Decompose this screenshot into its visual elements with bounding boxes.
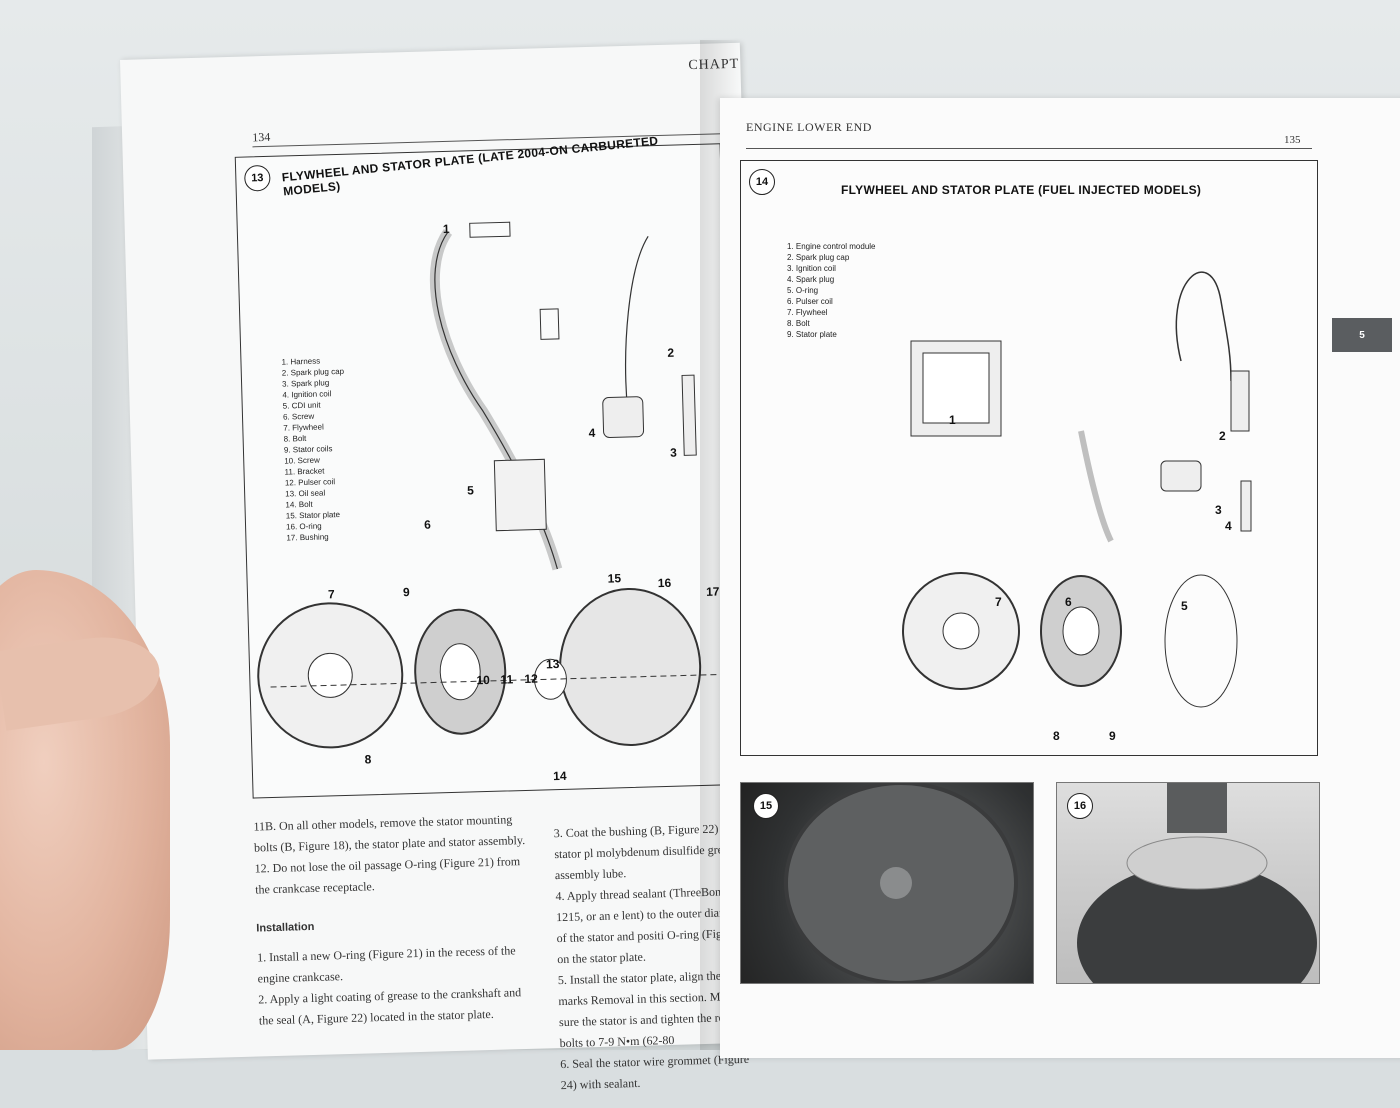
spark-plug-drawing [1240, 480, 1252, 532]
paragraph: 12. Do not lose the oil passage O-ring (… [254, 854, 521, 897]
puller-tool-handle [1167, 783, 1227, 833]
callout-label: 15 [607, 571, 622, 586]
right-page: ENGINE LOWER END 135 14 FLYWHEEL AND STA… [720, 98, 1400, 1058]
spark-plug-drawing [681, 374, 697, 456]
photo-flywheel: 15 [740, 782, 1034, 984]
callout-label: 3 [1215, 503, 1222, 517]
callout-label: 2 [1219, 429, 1226, 443]
callout-label: 3 [669, 445, 678, 460]
flywheel-hub-drawing [942, 612, 980, 650]
callout-label: 8 [1053, 729, 1060, 743]
chapter-tab: 5 [1332, 318, 1392, 352]
page-number-right: 135 [1284, 134, 1301, 146]
figure-number-badge: 15 [753, 793, 779, 819]
running-head: ENGINE LOWER END [746, 120, 872, 134]
left-page: CHAPT 134 13 FLYWHEEL AND STATOR PLATE (… [120, 42, 768, 1092]
figure-title: FLYWHEEL AND STATOR PLATE (FUEL INJECTED… [841, 183, 1202, 197]
callout-label: 7 [327, 587, 335, 602]
callout-label: 4 [588, 425, 596, 441]
flywheel-photo-shape [784, 783, 1018, 983]
stator-hub-drawing [1062, 606, 1100, 656]
flywheel-photo-hub [880, 867, 912, 899]
callout-label: 12 [524, 671, 538, 686]
coil-lead-drawing [1175, 271, 1232, 382]
figure-legend: 1. Engine control module 2. Spark plug c… [787, 241, 876, 340]
callout-label: 4 [1225, 519, 1232, 533]
legend-item: 4. Spark plug [787, 275, 835, 284]
connector-drawing [469, 221, 511, 238]
stator-plate-drawing [559, 587, 702, 746]
header-rule [746, 148, 1312, 149]
flywheel-photo-disc [1077, 863, 1317, 983]
callout-label: 6 [1065, 595, 1072, 609]
ecm-face-drawing [922, 352, 990, 424]
exploded-diagram-carbureted [257, 221, 721, 749]
callout-label: 5 [466, 483, 475, 498]
figure-number-badge: 16 [1067, 793, 1093, 819]
puller-photo-shape [1077, 783, 1317, 983]
ignition-coil-drawing [602, 396, 645, 438]
legend-item: 9. Stator plate [787, 330, 837, 339]
page-number-left: 134 [252, 129, 271, 145]
legend-item: 6. Pulser coil [787, 297, 833, 306]
figure-13-box: 13 FLYWHEEL AND STATOR PLATE (LATE 2004-… [234, 134, 739, 799]
callout-label: 8 [364, 752, 372, 767]
wire-drawing [1078, 430, 1114, 543]
legend-item: 1. Engine control module [787, 242, 876, 251]
legend-item: 8. Bolt [787, 319, 810, 328]
photo-puller-tool: 16 [1056, 782, 1320, 984]
figure-number-badge: 14 [749, 169, 775, 195]
axis-line [270, 673, 721, 688]
legend-item: 3. Ignition coil [787, 264, 836, 273]
puller-tool-body [1126, 836, 1268, 890]
callout-label: 10 [476, 672, 491, 688]
text-column-1: 11B. On all other models, remove the sta… [253, 809, 539, 1032]
paragraph: 2. Apply a light coating of grease to th… [258, 985, 522, 1028]
callout-label: 9 [402, 585, 410, 600]
connector-drawing [539, 308, 560, 340]
callout-label: 9 [1109, 729, 1116, 743]
figure-14-box: 14 FLYWHEEL AND STATOR PLATE (FUEL INJEC… [740, 160, 1318, 756]
legend-item: 5. O-ring [787, 286, 819, 295]
ignition-coil-drawing [1160, 460, 1202, 492]
callout-label: 5 [1181, 599, 1188, 613]
exploded-diagram-fuel-injected [902, 271, 1252, 708]
flywheel-hub-drawing [307, 652, 353, 698]
stator-hub-drawing [439, 643, 481, 701]
callout-label: 2 [667, 345, 675, 360]
cdi-unit-drawing [493, 458, 547, 532]
callout-label: 13 [545, 656, 560, 672]
coil-lead-drawing [625, 236, 649, 418]
callout-label: 11 [500, 672, 514, 687]
legend-item: 2. Spark plug cap [787, 253, 850, 262]
callout-label: 1 [949, 413, 956, 427]
callout-label: 16 [657, 575, 672, 591]
callout-label: 6 [423, 517, 431, 532]
section-heading: Installation [256, 920, 315, 935]
callout-label: 1 [442, 221, 450, 237]
legend-item: 7. Flywheel [787, 308, 828, 317]
spark-plug-cap-drawing [1230, 370, 1250, 432]
o-ring-drawing [1164, 574, 1238, 708]
callout-label: 14 [552, 768, 567, 784]
callout-label: 7 [995, 595, 1002, 609]
